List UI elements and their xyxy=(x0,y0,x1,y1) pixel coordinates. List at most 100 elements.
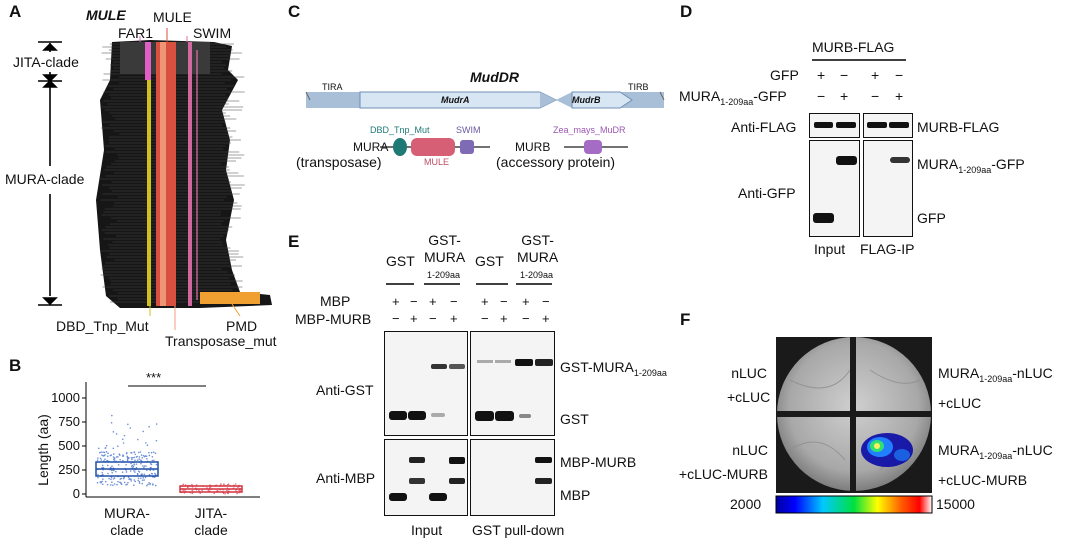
d-anti-flag-label: Anti-FLAG xyxy=(731,119,797,135)
d-input-label: Input xyxy=(814,241,846,257)
e-m-1-3: + xyxy=(429,294,437,309)
e-gstmura-band-label: GST-MURA1-209aa xyxy=(560,359,667,378)
far1-label: FAR1 xyxy=(118,25,154,41)
e-anti-mbp-label: Anti-MBP xyxy=(316,470,376,486)
e-m-2-4: + xyxy=(450,311,458,326)
ytick-500: 500 xyxy=(58,438,80,453)
d-flagip-label: FLAG-IP xyxy=(860,241,915,257)
d-mark-1-1: + xyxy=(817,67,826,83)
panel-d-letter: D xyxy=(680,2,693,21)
luc-signal xyxy=(861,433,913,467)
d-mark-1-2: − xyxy=(840,67,849,83)
f-scale-min: 2000 xyxy=(730,496,762,512)
e-pulldown-label: GST pull-down xyxy=(472,522,565,538)
e-col-gstmura-1-sub: 1-209aa xyxy=(427,270,461,280)
e-m-1-1: + xyxy=(392,294,400,309)
panel-b-ylabel: Length (aa) xyxy=(35,414,51,486)
pmd-label: PMD xyxy=(226,318,258,334)
e-m-2-7: − xyxy=(522,311,530,326)
panel-c-letter: C xyxy=(288,2,301,21)
d-murb-flag-band-label: MURB-FLAG xyxy=(917,119,1000,135)
e-m-2-6: + xyxy=(500,311,508,326)
murb-protein-name: MURB xyxy=(515,140,551,154)
d-mark-1-3: + xyxy=(871,67,880,83)
panel-e-letter: E xyxy=(288,232,300,251)
tirb-label: TIRB xyxy=(628,82,649,92)
mura-clade-label: MURA-clade xyxy=(5,171,85,187)
significance-stars: *** xyxy=(146,370,162,385)
d-mark-2-3: − xyxy=(871,88,880,104)
ytick-750: 750 xyxy=(58,414,80,429)
d-mark-2-2: + xyxy=(840,88,849,104)
d-row-mura-label: MURA1-209aa-GFP xyxy=(679,88,787,107)
e-m-2-1: − xyxy=(392,311,400,326)
f-tl-label: nLUC+cLUC xyxy=(727,365,771,405)
mule-label: MULE xyxy=(153,9,192,25)
d-gfp-band-label: GFP xyxy=(917,210,946,226)
zea-domain-label: Zea_mays_MuDR xyxy=(553,125,626,135)
panel-a-letter: A xyxy=(9,2,22,21)
e-m-2-2: + xyxy=(410,311,418,326)
mura-protein-role: (transposase) xyxy=(296,154,382,170)
e-m-1-4: − xyxy=(450,294,458,309)
mudrb-label: MudrB xyxy=(572,95,601,105)
e-m-1-7: + xyxy=(522,294,530,309)
dbd-tnp-mut-label: DBD_Tnp_Mut xyxy=(56,318,149,334)
e-mbp-band-label: MBP xyxy=(560,487,591,503)
d-mura-gfp-band-label: MURA1-209aa-GFP xyxy=(917,156,1025,175)
f-tr-label: MURA1-209aa-nLUC+cLUC xyxy=(938,365,1053,411)
panel-a-title: MULE xyxy=(86,7,126,23)
f-bl-label: nLUC+cLUC-MURB xyxy=(678,442,768,482)
e-col-gstmura-2: GST-MURA xyxy=(517,232,559,265)
dbd-domain-label: DBD_Tnp_Mut xyxy=(370,125,430,135)
xcat-jita-clade: JITA-clade xyxy=(194,505,228,538)
d-blot-gfp-ip xyxy=(863,140,913,237)
ytick-0: 0 xyxy=(72,486,80,501)
e-col-gstmura-1: GST-MURA xyxy=(424,232,466,265)
f-scale-max: 15000 xyxy=(936,496,975,512)
e-blot-mbp-input xyxy=(384,439,468,516)
e-m-2-8: + xyxy=(542,311,550,326)
d-blot-flag-ip xyxy=(863,113,913,138)
ytick-250: 250 xyxy=(58,462,80,477)
jita-clade-label: JITA-clade xyxy=(13,54,79,70)
d-blot-gfp-input xyxy=(809,140,860,237)
panel-b-letter: B xyxy=(9,356,22,375)
mudra-label: MudrA xyxy=(441,95,470,105)
e-m-1-2: − xyxy=(410,294,418,309)
e-col-gst-1: GST xyxy=(386,253,415,269)
d-row-gfp-label: GFP xyxy=(770,67,799,83)
d-header: MURB-FLAG xyxy=(812,39,895,55)
d-mark-1-4: − xyxy=(895,67,904,83)
mule-domain-label: MULE xyxy=(424,157,450,167)
mura-protein-name: MURA xyxy=(353,140,389,154)
swim-domain-label: SWIM xyxy=(456,125,481,135)
mudr-title: MudDR xyxy=(470,69,519,85)
d-mark-2-4: + xyxy=(895,88,904,104)
e-m-2-3: − xyxy=(429,311,437,326)
e-m-1-5: + xyxy=(481,294,489,309)
e-gst-band-label: GST xyxy=(560,411,589,427)
e-blot-gst-pulldown xyxy=(470,331,555,436)
xcat-mura-clade: MURA-clade xyxy=(104,505,150,538)
d-anti-gfp-label: Anti-GFP xyxy=(738,185,796,201)
e-mbpmurb-band-label: MBP-MURB xyxy=(560,454,637,470)
f-br-label: MURA1-209aa-nLUC+cLUC-MURB xyxy=(938,442,1053,488)
e-anti-gst-label: Anti-GST xyxy=(316,382,374,398)
e-blot-gst-input xyxy=(384,331,468,436)
e-col-gst-2: GST xyxy=(475,253,504,269)
swim-label: SWIM xyxy=(193,25,232,41)
tira-label: TIRA xyxy=(322,82,343,92)
e-row-mbp-label: MBP xyxy=(320,293,351,309)
e-input-label: Input xyxy=(411,522,443,538)
panel-f-letter: F xyxy=(680,310,691,329)
e-m-2-5: − xyxy=(481,311,489,326)
e-row-mbpmurb-label: MBP-MURB xyxy=(295,311,372,327)
ytick-1000: 1000 xyxy=(51,390,80,405)
e-m-1-8: − xyxy=(542,294,550,309)
transposase-mut-label: Transposase_mut xyxy=(165,333,277,349)
murb-protein-role: (accessory protein) xyxy=(496,154,616,170)
e-blot-mbp-pulldown xyxy=(470,439,555,516)
e-col-gstmura-2-sub: 1-209aa xyxy=(520,270,554,280)
d-blot-flag-input xyxy=(809,113,860,138)
